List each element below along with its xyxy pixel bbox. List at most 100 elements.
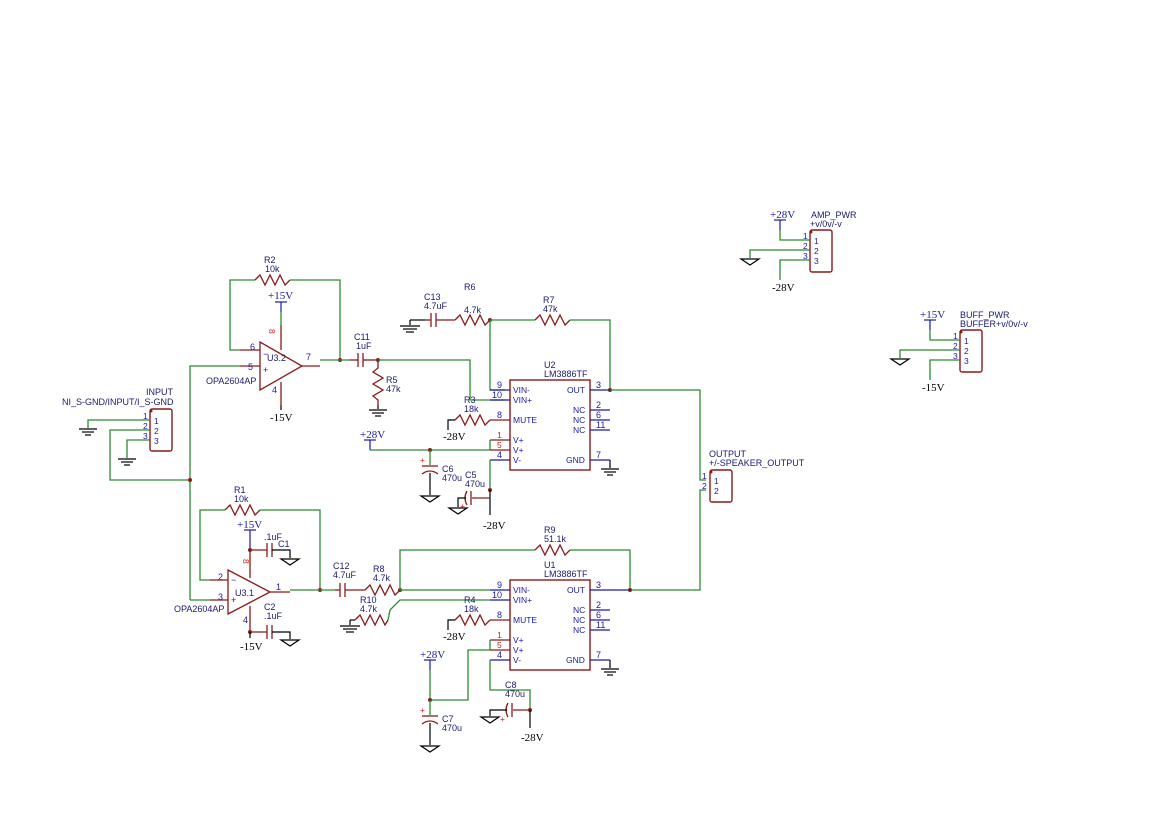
svg-text:V+: V+ <box>513 635 524 645</box>
svg-text:4.7k: 4.7k <box>360 604 378 614</box>
resistor-r9: R9 51.1k <box>534 525 571 557</box>
resistor-r3: R3 18k <box>454 395 491 427</box>
svg-text:C8: C8 <box>505 680 517 690</box>
svg-text:+15V: +15V <box>268 290 293 302</box>
svg-text:C2: C2 <box>264 602 276 612</box>
resistor-r7: R7 47k <box>490 295 571 327</box>
svg-text:7: 7 <box>596 450 601 460</box>
amp-pwr-value: +v/0v/-v <box>810 219 842 229</box>
svg-text:+: + <box>500 714 505 724</box>
rail-m28-u1: -28V <box>521 732 544 744</box>
svg-text:10k: 10k <box>234 494 249 504</box>
u3-1-value: OPA2604AP <box>174 604 224 614</box>
svg-text:1: 1 <box>714 476 719 486</box>
svg-text:+28V: +28V <box>420 649 445 661</box>
resistor-r1: R1 10k <box>224 485 261 517</box>
svg-text:1uF: 1uF <box>356 341 372 351</box>
svg-text:470u: 470u <box>442 723 462 733</box>
rail-p28-u1: +28V <box>420 649 445 670</box>
svg-text:1: 1 <box>497 630 502 640</box>
svg-text:VIN+: VIN+ <box>513 595 532 605</box>
svg-text:1: 1 <box>964 336 969 346</box>
svg-text:10: 10 <box>492 590 502 600</box>
svg-text:R9: R9 <box>544 525 556 535</box>
capacitor-c13: C13 4.7uF <box>424 292 455 327</box>
rail-m15-u3-2: -15V <box>270 412 293 424</box>
svg-text:6: 6 <box>596 410 601 420</box>
resistor-r4: R4 18k <box>454 595 491 627</box>
amp-pwr-ref: AMP_PWR <box>811 210 857 220</box>
svg-text:4.7uF: 4.7uF <box>333 570 357 580</box>
svg-text:R2: R2 <box>264 255 276 265</box>
svg-text:11: 11 <box>596 620 605 630</box>
opamp-u3-1: U3.1 OPA2604AP 2 3 1 8 4 − + <box>174 559 281 625</box>
svg-text:C11: C11 <box>354 332 370 342</box>
rail-m28-amp-pwr: -28V <box>772 282 795 294</box>
svg-text:2: 2 <box>218 572 223 582</box>
amp-u2: U2 LM3886TF VIN- VIN+ MUTE V+ V+ V- OUT … <box>492 360 605 471</box>
svg-text:U2: U2 <box>544 360 556 370</box>
svg-text:4.7uF: 4.7uF <box>424 301 448 311</box>
rail-m28-r3: -28V <box>443 431 466 443</box>
buff-pwr-connector: BUFF_PWR BUFFER+v/0v/-v 1 2 3 1 2 3 <box>953 310 1028 373</box>
svg-text:1: 1 <box>803 231 808 241</box>
svg-text:V+: V+ <box>513 445 524 455</box>
svg-text:R1: R1 <box>234 485 246 495</box>
svg-text:R4: R4 <box>464 595 476 605</box>
svg-text:OUT: OUT <box>567 585 585 595</box>
svg-text:C7: C7 <box>442 714 454 724</box>
rail-p28-amp-pwr: +28V <box>770 209 795 230</box>
rail-p15-buff-pwr: +15V <box>920 309 945 330</box>
svg-text:2: 2 <box>143 421 148 431</box>
u3-2-value: OPA2604AP <box>206 376 256 386</box>
svg-text:VIN-: VIN- <box>513 585 530 595</box>
svg-text:3: 3 <box>803 251 808 261</box>
svg-text:470u: 470u <box>465 479 485 489</box>
svg-text:C6: C6 <box>442 464 454 474</box>
svg-text:U3.2: U3.2 <box>267 353 286 363</box>
svg-text:R10: R10 <box>360 595 377 605</box>
capacitor-c11: C11 1uF <box>350 332 378 367</box>
svg-text:4.7k: 4.7k <box>373 573 391 583</box>
svg-text:LM3886TF: LM3886TF <box>544 369 588 379</box>
svg-text:4: 4 <box>243 615 248 625</box>
svg-text:VIN-: VIN- <box>513 385 530 395</box>
svg-text:8: 8 <box>241 559 251 564</box>
capacitor-c6: + C6 470u <box>420 455 462 483</box>
svg-text:MUTE: MUTE <box>513 415 537 425</box>
output-connector-value: +/-SPEAKER_OUTPUT <box>709 458 805 468</box>
buff-pwr-value: BUFFER+v/0v/-v <box>960 319 1028 329</box>
svg-text:3: 3 <box>814 256 819 266</box>
input-connector-ref: INPUT <box>146 387 174 397</box>
svg-text:+28V: +28V <box>360 429 385 441</box>
svg-text:47k: 47k <box>386 384 401 394</box>
svg-text:4: 4 <box>272 385 277 395</box>
svg-text:3: 3 <box>218 592 223 602</box>
svg-text:+: + <box>263 365 268 375</box>
svg-text:−: − <box>231 575 236 585</box>
svg-text:R8: R8 <box>373 564 385 574</box>
svg-text:10k: 10k <box>265 264 280 274</box>
svg-text:7: 7 <box>306 352 311 362</box>
resistor-r2: R2 10k <box>254 255 291 287</box>
svg-text:18k: 18k <box>464 404 479 414</box>
svg-text:C13: C13 <box>424 292 441 302</box>
svg-text:47k: 47k <box>543 304 558 314</box>
svg-text:C5: C5 <box>465 470 477 480</box>
svg-text:2: 2 <box>596 400 601 410</box>
svg-text:V+: V+ <box>513 645 524 655</box>
svg-text:3: 3 <box>596 380 601 390</box>
svg-text:.1uF: .1uF <box>264 611 283 621</box>
svg-text:2: 2 <box>964 346 969 356</box>
svg-text:V-: V- <box>513 455 521 465</box>
output-connector: OUTPUT +/-SPEAKER_OUTPUT 1 2 1 2 <box>702 449 805 503</box>
svg-text:4.7k: 4.7k <box>464 305 482 315</box>
svg-text:9: 9 <box>497 380 502 390</box>
svg-text:NC: NC <box>573 605 585 615</box>
svg-text:2: 2 <box>814 246 819 256</box>
svg-text:R7: R7 <box>543 295 555 305</box>
svg-text:11: 11 <box>596 420 605 430</box>
svg-text:3: 3 <box>964 356 969 366</box>
svg-text:+15V: +15V <box>237 519 262 531</box>
svg-text:5: 5 <box>497 640 502 650</box>
